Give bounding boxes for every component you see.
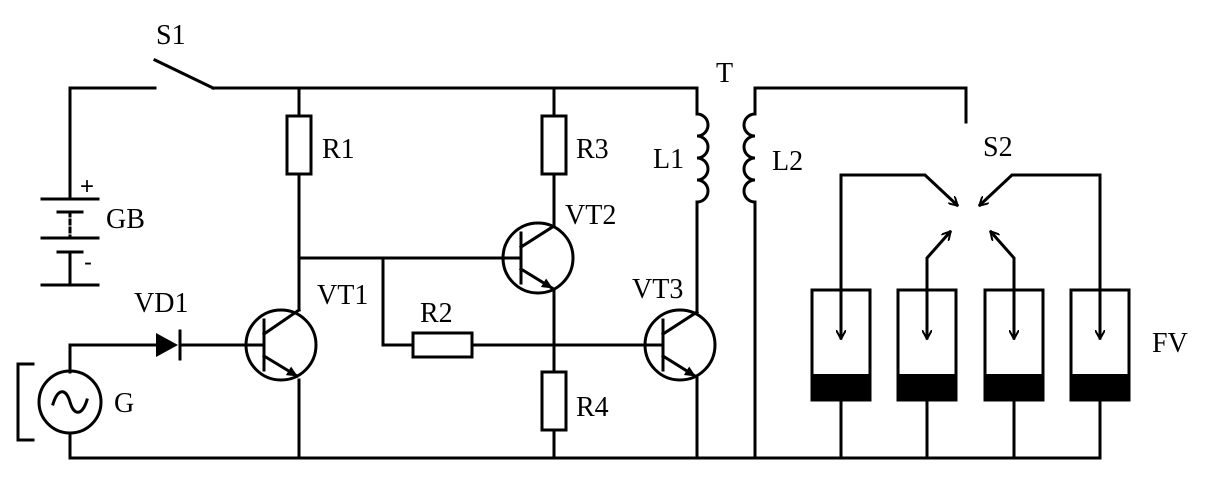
fv-cell-2 <box>896 288 958 402</box>
resistor-r2 <box>411 331 474 359</box>
label-g: G <box>114 388 134 419</box>
load-fv <box>810 288 1131 402</box>
label-vt1: VT1 <box>317 280 368 311</box>
secondary-wires <box>753 86 1102 460</box>
label-gb-minus: - <box>84 249 92 276</box>
label-r3: R3 <box>576 134 609 165</box>
label-r4: R4 <box>576 392 609 423</box>
generator-wires <box>68 343 248 460</box>
label-gb-plus: + <box>80 173 94 200</box>
label-t: T <box>716 58 733 89</box>
label-gb: GB <box>106 204 145 235</box>
label-r2: R2 <box>420 298 453 329</box>
battery-gb <box>40 197 100 287</box>
label-l1: L1 <box>653 144 684 175</box>
switch-s1 <box>152 57 216 91</box>
fv-cell-1 <box>810 288 872 402</box>
transistor-vt1 <box>244 307 318 382</box>
generator-g <box>16 362 103 442</box>
label-s1: S1 <box>156 20 186 51</box>
label-r1: R1 <box>322 134 355 165</box>
label-vt3: VT3 <box>632 274 683 305</box>
r2-wires <box>381 256 649 347</box>
label-s2: S2 <box>983 132 1013 163</box>
transistor-vt2 <box>501 221 575 295</box>
fv-cell-3 <box>983 288 1045 402</box>
resistor-r3 <box>540 114 568 176</box>
label-fv: FV <box>1152 328 1188 359</box>
switch-s2 <box>839 103 1102 322</box>
label-vd1: VD1 <box>134 288 188 319</box>
fv-cell-4 <box>1069 288 1131 402</box>
resistor-r1 <box>285 114 313 176</box>
label-vt2: VT2 <box>565 200 616 231</box>
label-l2: L2 <box>772 146 803 177</box>
vt1-wires <box>297 86 505 460</box>
transformer-t <box>695 112 757 204</box>
resistor-r4 <box>540 370 568 432</box>
diode-vd1 <box>156 329 182 361</box>
transistor-vt3 <box>643 308 717 382</box>
